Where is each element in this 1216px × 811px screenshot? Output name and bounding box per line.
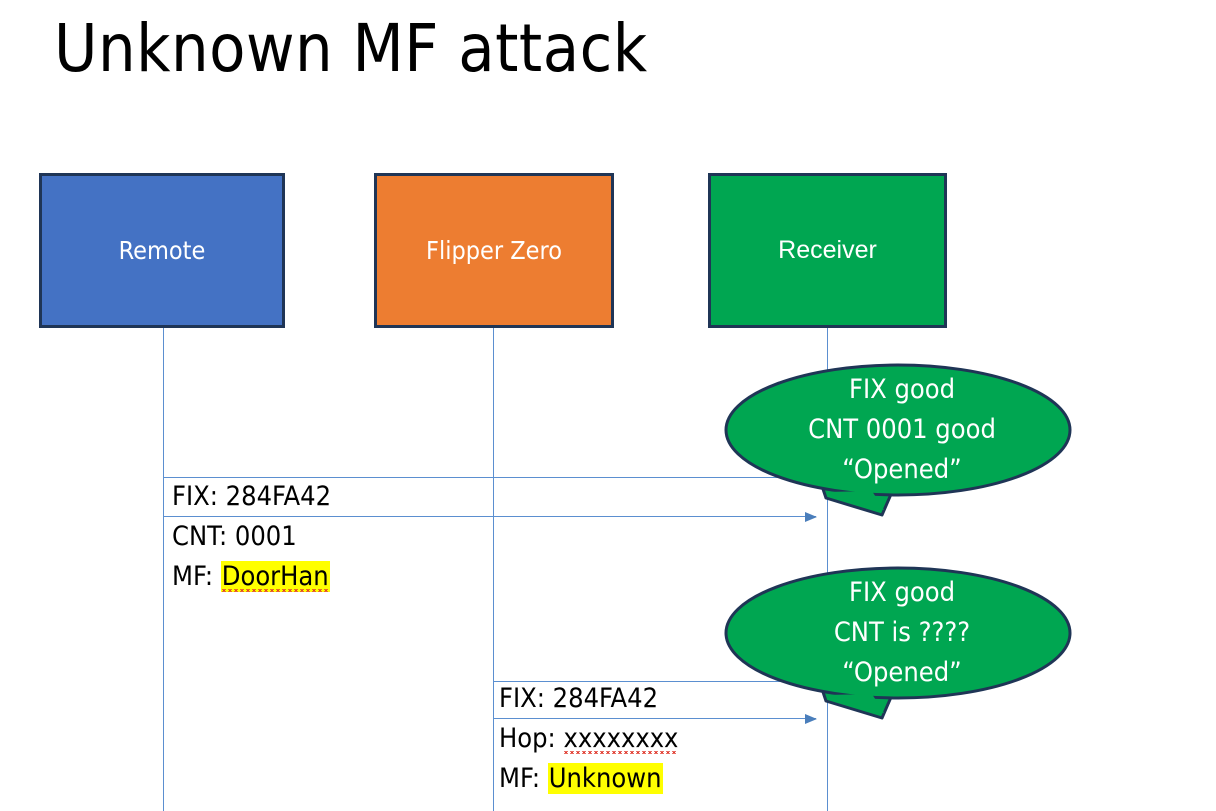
message-1-arrow <box>163 512 817 522</box>
message-2-line-1: FIX: 284FA42 <box>499 679 678 719</box>
callout-shape-1 <box>724 363 1072 517</box>
actor-box-flipper[interactable]: Flipper Zero <box>374 173 614 328</box>
callout-bubble-2[interactable]: FIX good CNT is ???? “Opened” <box>722 563 1074 720</box>
message-2-line-3: MF: Unknown <box>499 759 678 799</box>
message-1-text: FIX: 284FA42 CNT: 0001 MF: DoorHan <box>172 477 331 597</box>
message-1-line-1: FIX: 284FA42 <box>172 477 331 517</box>
page-title: Unknown MF attack <box>54 10 648 87</box>
message-2-line-3-value: Unknown <box>547 763 663 794</box>
lifeline-remote <box>163 328 164 811</box>
lifeline-flipper <box>493 328 494 811</box>
lifeline-receiver <box>827 328 828 811</box>
message-2-arrow <box>493 714 817 724</box>
message-1-line-3: MF: DoorHan <box>172 557 331 597</box>
message-2-line-3-label: MF: <box>499 763 548 794</box>
message-1-line-2-value: 0001 <box>234 521 297 552</box>
message-1-line-3-value: DoorHan <box>221 561 329 592</box>
actor-box-remote[interactable]: Remote <box>39 173 285 328</box>
message-1-line-1-label: FIX: <box>172 481 226 512</box>
message-2-line-1-label: FIX: <box>499 683 553 714</box>
actor-label-receiver: Receiver <box>778 236 877 264</box>
message-2-line-2-value: xxxxxxxx <box>563 723 679 754</box>
callout-shape-2 <box>724 566 1072 720</box>
callout-bubble-1[interactable]: FIX good CNT 0001 good “Opened” <box>722 360 1074 517</box>
message-2-line-1-value: 284FA42 <box>552 683 659 714</box>
message-1-line-2: CNT: 0001 <box>172 517 331 557</box>
actor-label-flipper: Flipper Zero <box>426 236 562 265</box>
actor-label-remote: Remote <box>118 236 206 265</box>
message-1-line-2-label: CNT: <box>172 521 235 552</box>
message-2-top-rule <box>493 681 828 682</box>
message-2-line-2-label: Hop: <box>499 723 564 754</box>
actor-box-receiver[interactable]: Receiver <box>708 173 947 328</box>
message-1-line-1-value: 284FA42 <box>225 481 332 512</box>
message-2-line-2: Hop: xxxxxxxx <box>499 719 679 759</box>
message-2-text: FIX: 284FA42 Hop: xxxxxxxx MF: Unknown <box>499 679 679 799</box>
message-1-top-rule <box>163 477 828 478</box>
message-1-line-3-label: MF: <box>172 561 221 592</box>
